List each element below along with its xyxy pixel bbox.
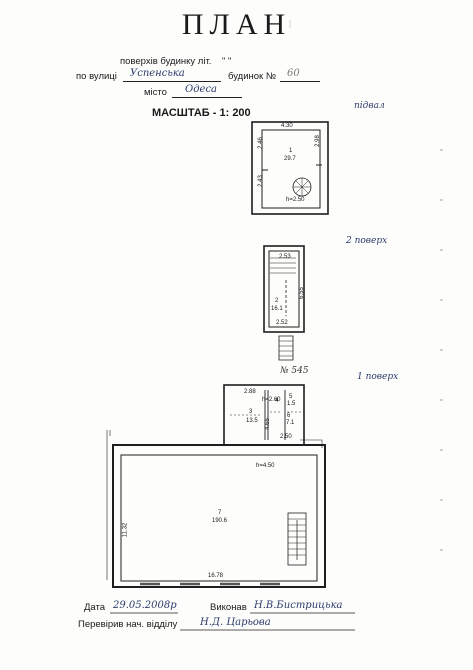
floor1-main-height: h=4.50	[256, 463, 275, 469]
floor1-small-height: h=2.60	[262, 397, 281, 403]
floor1-main-hall-wall	[112, 444, 326, 588]
page-title: ПЛАН	[181, 8, 292, 41]
basement-inner-wall	[261, 129, 321, 209]
basement-area: 29.7	[284, 156, 296, 162]
house-underline	[280, 70, 320, 82]
floor2-outer-wall	[263, 245, 305, 333]
scale-label: МАСШТАБ - 1: 200	[152, 107, 251, 119]
street-underline	[123, 70, 221, 82]
executor-label: Виконав	[210, 602, 247, 613]
basement-height: h=2.50	[286, 197, 305, 203]
room-5-no: 5	[289, 394, 293, 400]
house-label: будинок №	[228, 71, 277, 82]
floor2-top-dim: 2.53	[279, 254, 291, 260]
executor-value: Н.В.Бистрицька	[254, 600, 343, 611]
room-6-area: 7.1	[286, 420, 295, 426]
basement-outer-wall	[251, 121, 329, 215]
floor1-stair	[287, 512, 307, 566]
street-label: по вулиці	[76, 71, 117, 82]
floor1-small-dim: 2.50	[280, 434, 292, 440]
floor1-left-dim: 11.32	[122, 522, 129, 538]
floor2-area: 16.1	[271, 306, 283, 312]
floor1-partitions	[264, 390, 286, 440]
floor1-top-dim: 2.88	[244, 389, 256, 395]
room-4-no: 4	[275, 398, 279, 404]
floor2-room-no: 2	[275, 298, 279, 304]
room-6-no: 6	[287, 413, 291, 419]
floor2-inner-wall	[268, 250, 300, 328]
street-value: Успенська	[130, 68, 185, 79]
floor2-exterior-stair	[278, 335, 294, 361]
city-underline	[172, 86, 242, 98]
floor1-note: 1 поверх	[357, 372, 399, 382]
city-label: місто	[144, 87, 167, 98]
floor2-side-dim: 6.55	[298, 287, 305, 299]
basement-room-no: 1	[289, 148, 293, 154]
house-value: 60	[287, 68, 300, 79]
basement-left-dim-top: 2.46	[257, 137, 264, 149]
checked-value: Н.Д. Царьова	[200, 617, 271, 628]
stamp-number: № 545	[280, 366, 309, 376]
floor2-bottom-dim: 2.52	[276, 320, 288, 326]
date-label: Дата	[84, 602, 106, 613]
room-5-area: 1.5	[287, 401, 296, 407]
room-7-area: 190.6	[212, 518, 228, 524]
room-3-area: 13.5	[246, 418, 258, 424]
room-7-no: 7	[218, 510, 222, 516]
floors-label: поверхів будинку літ.	[120, 56, 212, 67]
date-value: 29.05.2008р	[113, 600, 177, 611]
floors-quote: " "	[222, 56, 232, 67]
room-3-no: 3	[249, 409, 253, 415]
basement-left-dim-bottom: 2.43	[257, 175, 264, 187]
checked-label: Перевірив нач. відділу	[78, 619, 178, 630]
floor2-note: 2 поверх	[346, 236, 388, 246]
basement-width-dim: 4.30	[281, 123, 293, 129]
floor1-side-dim: 4.65	[264, 418, 271, 430]
floor2-stair	[270, 257, 296, 274]
floor1-bottom-dim: 16.78	[208, 573, 224, 579]
floor1-main-hall-inner	[120, 454, 318, 582]
city-value: Одеса	[185, 84, 218, 95]
basement-right-dim: 2.98	[314, 135, 321, 147]
basement-note: підвал	[354, 101, 385, 111]
